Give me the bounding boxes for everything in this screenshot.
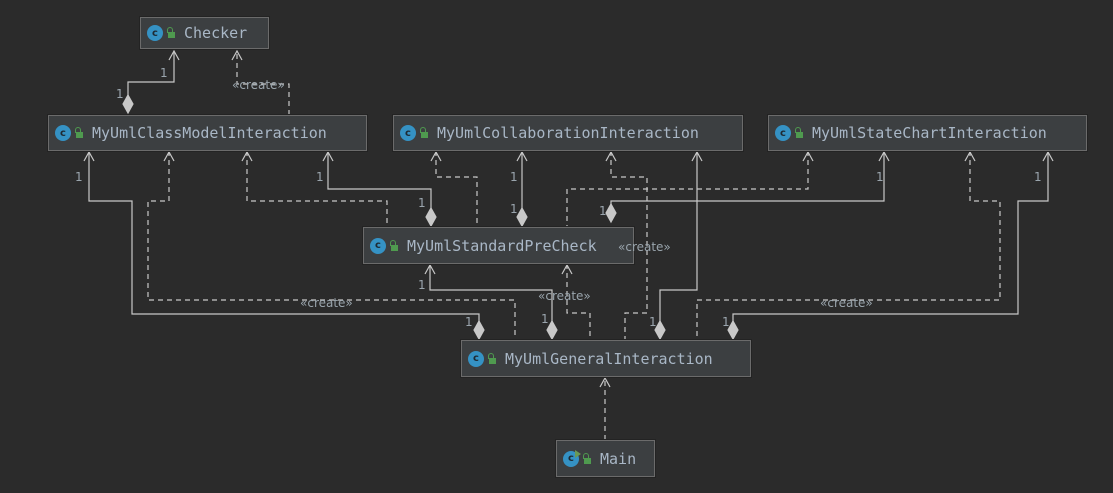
multiplicity-label: 1	[876, 170, 884, 184]
arrowhead	[83, 150, 95, 162]
class-node-general-interaction[interactable]: c MyUmlGeneralInteraction	[461, 340, 751, 377]
public-visibility-icon	[795, 127, 803, 138]
dependency-line	[435, 151, 478, 227]
class-name: Main	[600, 449, 637, 468]
composition-diamond	[122, 93, 134, 115]
class-node-standard-pre-check[interactable]: c MyUmlStandardPreCheck	[363, 227, 634, 264]
association-line	[127, 51, 175, 96]
dependency-line	[696, 151, 1001, 340]
public-visibility-icon	[420, 127, 428, 138]
dependency-arrowhead	[802, 150, 814, 162]
create-label-general-middle: «create»	[538, 289, 591, 303]
dependency-arrowhead	[599, 376, 611, 388]
composition-diamond	[727, 319, 739, 341]
multiplicity-label: 1	[160, 66, 168, 80]
arrowhead	[322, 150, 334, 162]
class-icon: c	[775, 125, 791, 141]
dependency-line	[147, 151, 516, 340]
dependency-line	[610, 151, 648, 340]
create-label-standard-pre-check: «create»	[618, 240, 671, 254]
composition-diamond	[605, 202, 617, 224]
multiplicity-label: 1	[1034, 170, 1042, 184]
multiplicity-label: 1	[649, 315, 657, 329]
arrowhead	[516, 150, 528, 162]
create-label-general-right: «create»	[820, 296, 873, 310]
class-icon: c	[147, 25, 163, 41]
dependency-line	[236, 51, 290, 115]
multiplicity-label: 1	[541, 312, 549, 326]
dependency-arrowhead	[430, 150, 442, 162]
main-class-icon: c	[563, 449, 581, 467]
class-icon: c	[400, 125, 416, 141]
dependency-arrowhead	[241, 150, 253, 162]
composition-diamond	[473, 319, 485, 341]
class-name: MyUmlCollaborationInteraction	[437, 124, 699, 142]
public-visibility-icon	[390, 239, 398, 251]
multiplicity-label: 1	[599, 204, 607, 218]
multiplicity-label: 1	[316, 170, 324, 184]
class-icon: c	[370, 237, 386, 254]
class-name: MyUmlClassModelInteraction	[92, 124, 327, 142]
composition-diamond	[654, 319, 666, 341]
multiplicity-label: 1	[510, 170, 518, 184]
public-visibility-icon	[488, 352, 496, 364]
arrowhead	[168, 49, 180, 61]
multiplicity-label: 1	[116, 87, 124, 101]
association-line	[732, 151, 1049, 322]
class-name: MyUmlGeneralInteraction	[505, 349, 713, 368]
association-line	[429, 264, 553, 322]
dependency-line	[566, 264, 591, 340]
multiplicity-label: 1	[510, 202, 518, 216]
class-name: Checker	[184, 24, 248, 42]
arrowhead	[1042, 150, 1054, 162]
multiplicity-label: 1	[722, 315, 730, 329]
association-line	[88, 151, 480, 322]
composition-diamond	[516, 206, 528, 228]
class-node-collaboration-interaction[interactable]: c MyUmlCollaborationInteraction	[393, 115, 743, 151]
dependency-arrowhead	[561, 263, 573, 275]
multiplicity-label: 1	[75, 170, 83, 184]
create-label-checker: «create»	[232, 78, 285, 92]
arrowhead	[691, 150, 703, 162]
composition-diamond	[546, 319, 558, 341]
association-line	[659, 151, 698, 322]
class-name: MyUmlStateChartInteraction	[812, 124, 1047, 142]
association-line	[327, 151, 432, 208]
multiplicity-label: 1	[418, 278, 426, 292]
public-visibility-icon	[167, 27, 175, 38]
dependency-arrowhead	[231, 49, 243, 61]
arrowhead	[878, 150, 890, 162]
association-line	[610, 151, 885, 208]
public-visibility-icon	[583, 452, 591, 464]
class-node-state-chart-interaction[interactable]: c MyUmlStateChartInteraction	[768, 115, 1087, 151]
create-label-general-left: «create»	[300, 296, 353, 310]
class-node-class-model-interaction[interactable]: c MyUmlClassModelInteraction	[48, 115, 367, 151]
composition-diamond	[425, 206, 437, 228]
class-node-main[interactable]: c Main	[556, 440, 655, 477]
dependency-arrowhead	[605, 150, 617, 162]
class-icon: c	[55, 125, 71, 141]
dependency-arrowhead	[163, 150, 175, 162]
class-node-checker[interactable]: c Checker	[140, 17, 269, 49]
dependency-line	[566, 151, 809, 227]
multiplicity-label: 1	[465, 315, 473, 329]
dependency-arrowhead	[964, 150, 976, 162]
multiplicity-label: 1	[418, 196, 426, 210]
arrowhead	[424, 263, 436, 275]
dependency-line	[246, 151, 388, 227]
class-name: MyUmlStandardPreCheck	[407, 236, 597, 255]
class-icon: c	[468, 350, 484, 367]
public-visibility-icon	[75, 127, 83, 138]
